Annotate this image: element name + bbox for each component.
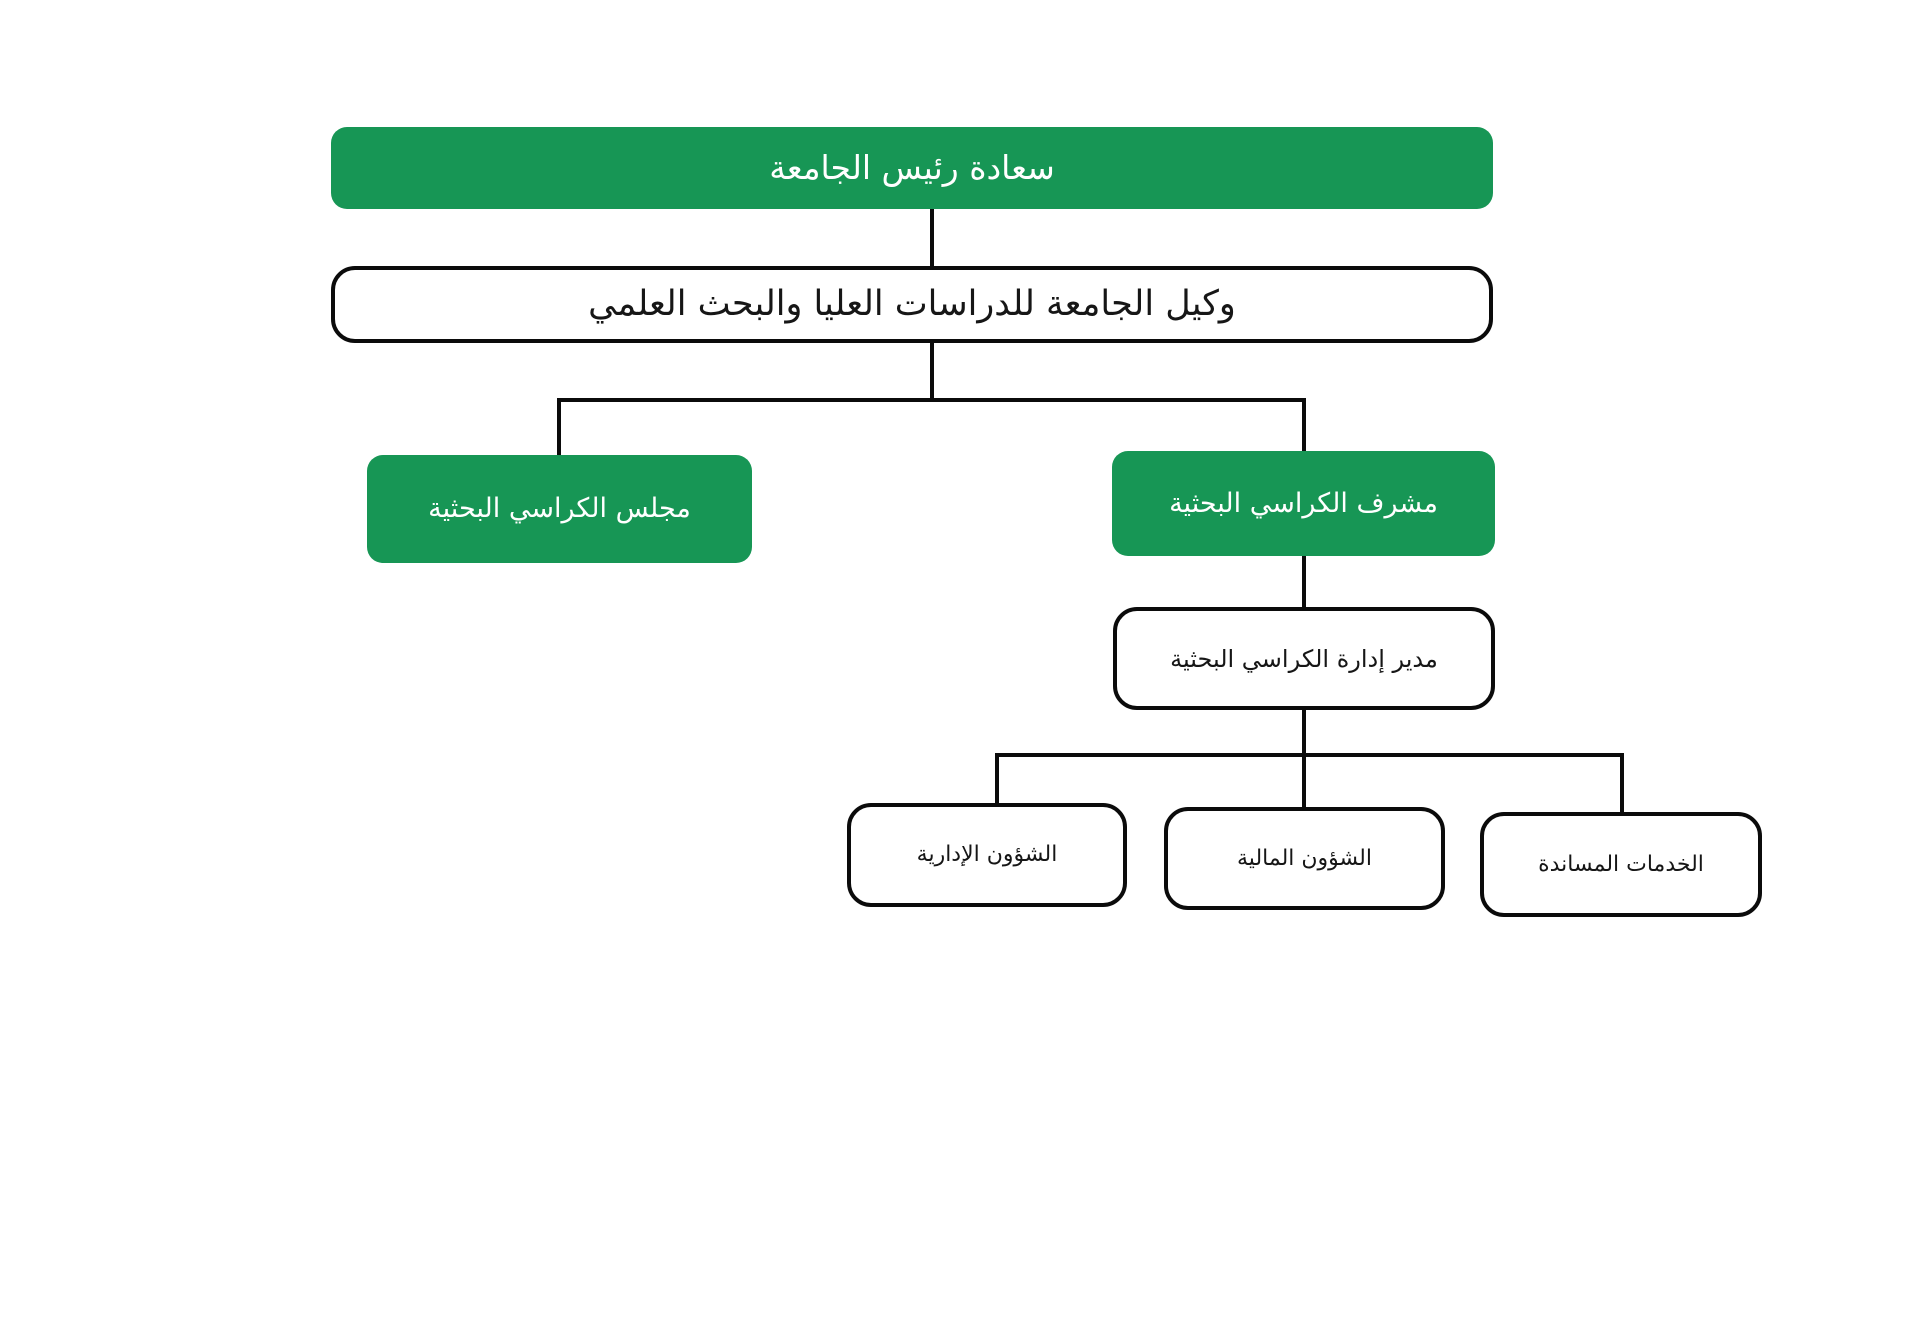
node-research-chairs-council-label: مجلس الكراسي البحثية (428, 493, 691, 525)
connector-director-finance-stem (1302, 710, 1306, 809)
connector-director-split-bar (995, 753, 1624, 757)
connector-president-vp (930, 209, 934, 266)
node-research-chairs-council: مجلس الكراسي البحثية (367, 455, 752, 563)
connector-split-supervisor (1302, 398, 1306, 453)
connector-split-admin (995, 753, 999, 805)
node-support-services: الخدمات المساندة (1480, 812, 1762, 917)
node-president: سعادة رئيس الجامعة (331, 127, 1493, 209)
node-research-chairs-director: مدير إدارة الكراسي البحثية (1113, 607, 1495, 710)
node-financial-affairs-label: الشؤون المالية (1237, 845, 1372, 871)
node-administrative-affairs: الشؤون الإدارية (847, 803, 1127, 907)
node-vice-president: وكيل الجامعة للدراسات العليا والبحث العل… (331, 266, 1493, 343)
node-research-chairs-supervisor-label: مشرف الكراسي البحثية (1169, 487, 1438, 519)
node-research-chairs-director-label: مدير إدارة الكراسي البحثية (1170, 644, 1438, 673)
connector-vp-split-bar (557, 398, 1306, 402)
node-administrative-affairs-label: الشؤون الإدارية (916, 842, 1058, 868)
connector-split-support (1620, 753, 1624, 814)
connector-vp-split-stem (930, 343, 934, 400)
node-financial-affairs: الشؤون المالية (1164, 807, 1445, 910)
connector-split-council (557, 398, 561, 457)
node-president-label: سعادة رئيس الجامعة (769, 148, 1055, 188)
node-support-services-label: الخدمات المساندة (1538, 851, 1704, 877)
node-vice-president-label: وكيل الجامعة للدراسات العليا والبحث العل… (588, 283, 1236, 324)
connector-supervisor-director (1302, 556, 1306, 609)
node-research-chairs-supervisor: مشرف الكراسي البحثية (1112, 451, 1495, 556)
